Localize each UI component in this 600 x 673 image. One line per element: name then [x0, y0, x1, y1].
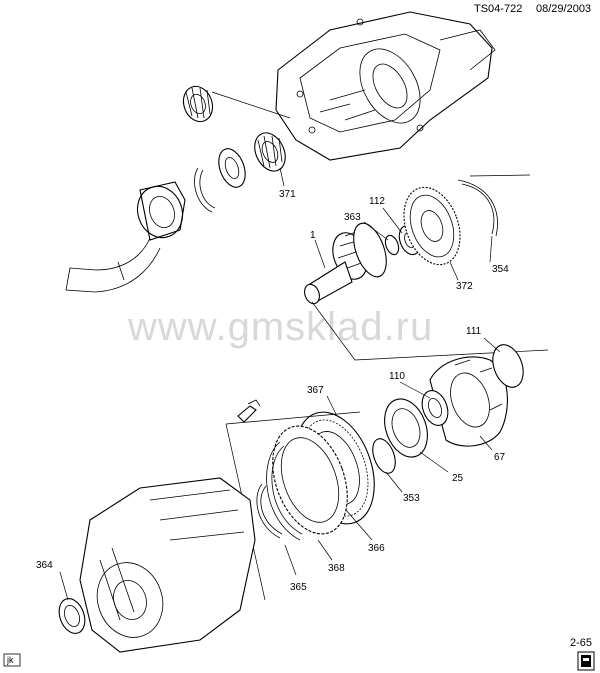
roller-bearing-top — [182, 85, 214, 123]
rear-housing — [275, 11, 496, 161]
callout-367: 367 — [307, 385, 324, 396]
callout-368: 368 — [328, 563, 345, 574]
page-number: 2-65 — [570, 637, 592, 649]
gear-25 — [384, 398, 428, 458]
snap-ring-368 — [266, 441, 303, 541]
seal-364 — [58, 598, 86, 634]
callout-366: 366 — [368, 543, 385, 554]
seal-353 — [372, 438, 396, 474]
callout-371: 371 — [279, 189, 296, 200]
gm-logo-icon — [577, 651, 595, 671]
upper-guide-line — [225, 411, 361, 425]
callout-25: 25 — [452, 473, 464, 484]
diagram-code: TS04-722 — [474, 3, 522, 15]
section-divider — [311, 301, 549, 361]
callout-111: 111 — [466, 326, 482, 337]
callout-67: 67 — [494, 452, 506, 463]
bearing-guide-line — [211, 91, 291, 119]
bolt — [237, 399, 261, 423]
callout-363: 363 — [344, 212, 361, 223]
callout-110: 110 — [389, 371, 405, 382]
callout-1: 1 — [310, 230, 316, 241]
bearing-110 — [421, 390, 449, 426]
initials-box — [3, 653, 21, 667]
bearing-363 — [384, 234, 400, 256]
top-guide-line — [469, 174, 531, 177]
drawer-initials: jk — [6, 655, 14, 665]
clutch-plates-366 — [272, 425, 348, 535]
watermark: www.gmsklad.ru — [127, 305, 433, 349]
callout-372: 372 — [456, 281, 473, 292]
seal — [218, 148, 246, 188]
sprocket-372 — [403, 186, 461, 266]
bearing-371 — [254, 132, 286, 172]
output-shaft-1 — [304, 222, 387, 305]
leader-lines — [59, 167, 501, 601]
callout-365: 365 — [290, 582, 307, 593]
callout-112: 112 — [369, 196, 385, 207]
snap-ring-top — [194, 167, 216, 213]
diagram-date: 08/29/2003 — [536, 3, 591, 15]
front-housing — [79, 477, 256, 653]
pump-assembly — [65, 181, 186, 293]
planetary-carrier-67 — [429, 356, 508, 447]
snap-ring-354 — [457, 179, 498, 237]
snap-ring-365 — [256, 483, 283, 539]
callout-364: 364 — [36, 560, 53, 571]
callout-353: 353 — [403, 493, 420, 504]
ring-111 — [492, 344, 524, 388]
callout-354: 354 — [492, 264, 509, 275]
